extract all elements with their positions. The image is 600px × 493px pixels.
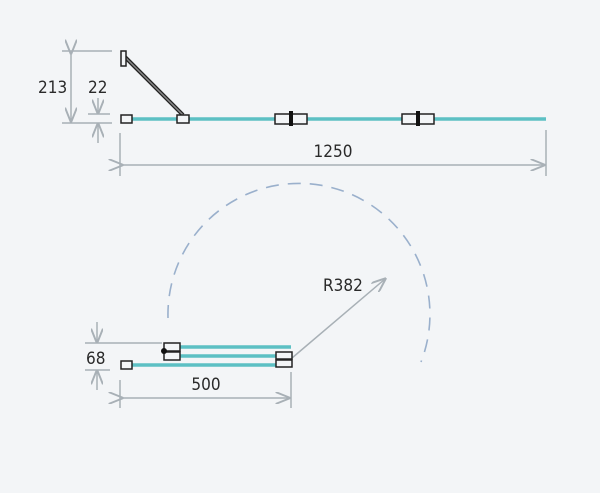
wall-profile	[120, 114, 133, 124]
wall-profile	[120, 360, 133, 370]
hinge-stack	[161, 342, 181, 361]
dimension-68-label: 68	[86, 349, 105, 369]
radius-label: R382	[323, 276, 363, 296]
dimension-213-label: 213	[38, 78, 67, 98]
clamp	[274, 111, 308, 126]
swing-arc	[167, 182, 431, 363]
hinge	[176, 114, 190, 124]
clamp	[401, 111, 435, 126]
dimension-68: 68	[85, 322, 162, 390]
dimension-22-label: 22	[88, 78, 107, 98]
top-view: 213 22 1250	[38, 50, 547, 176]
dimension-1250-label: 1250	[314, 142, 353, 162]
dimension-500: 500	[120, 372, 292, 408]
dimension-500-label: 500	[191, 375, 220, 395]
dimension-213: 213	[38, 51, 112, 124]
dimension-22: 22	[88, 78, 110, 143]
radius-line	[291, 279, 385, 359]
wall-profile	[120, 50, 127, 67]
dimension-1250: 1250	[120, 130, 547, 176]
bottom-view: R382 68 500	[85, 182, 431, 408]
clamp-stack	[275, 351, 293, 368]
